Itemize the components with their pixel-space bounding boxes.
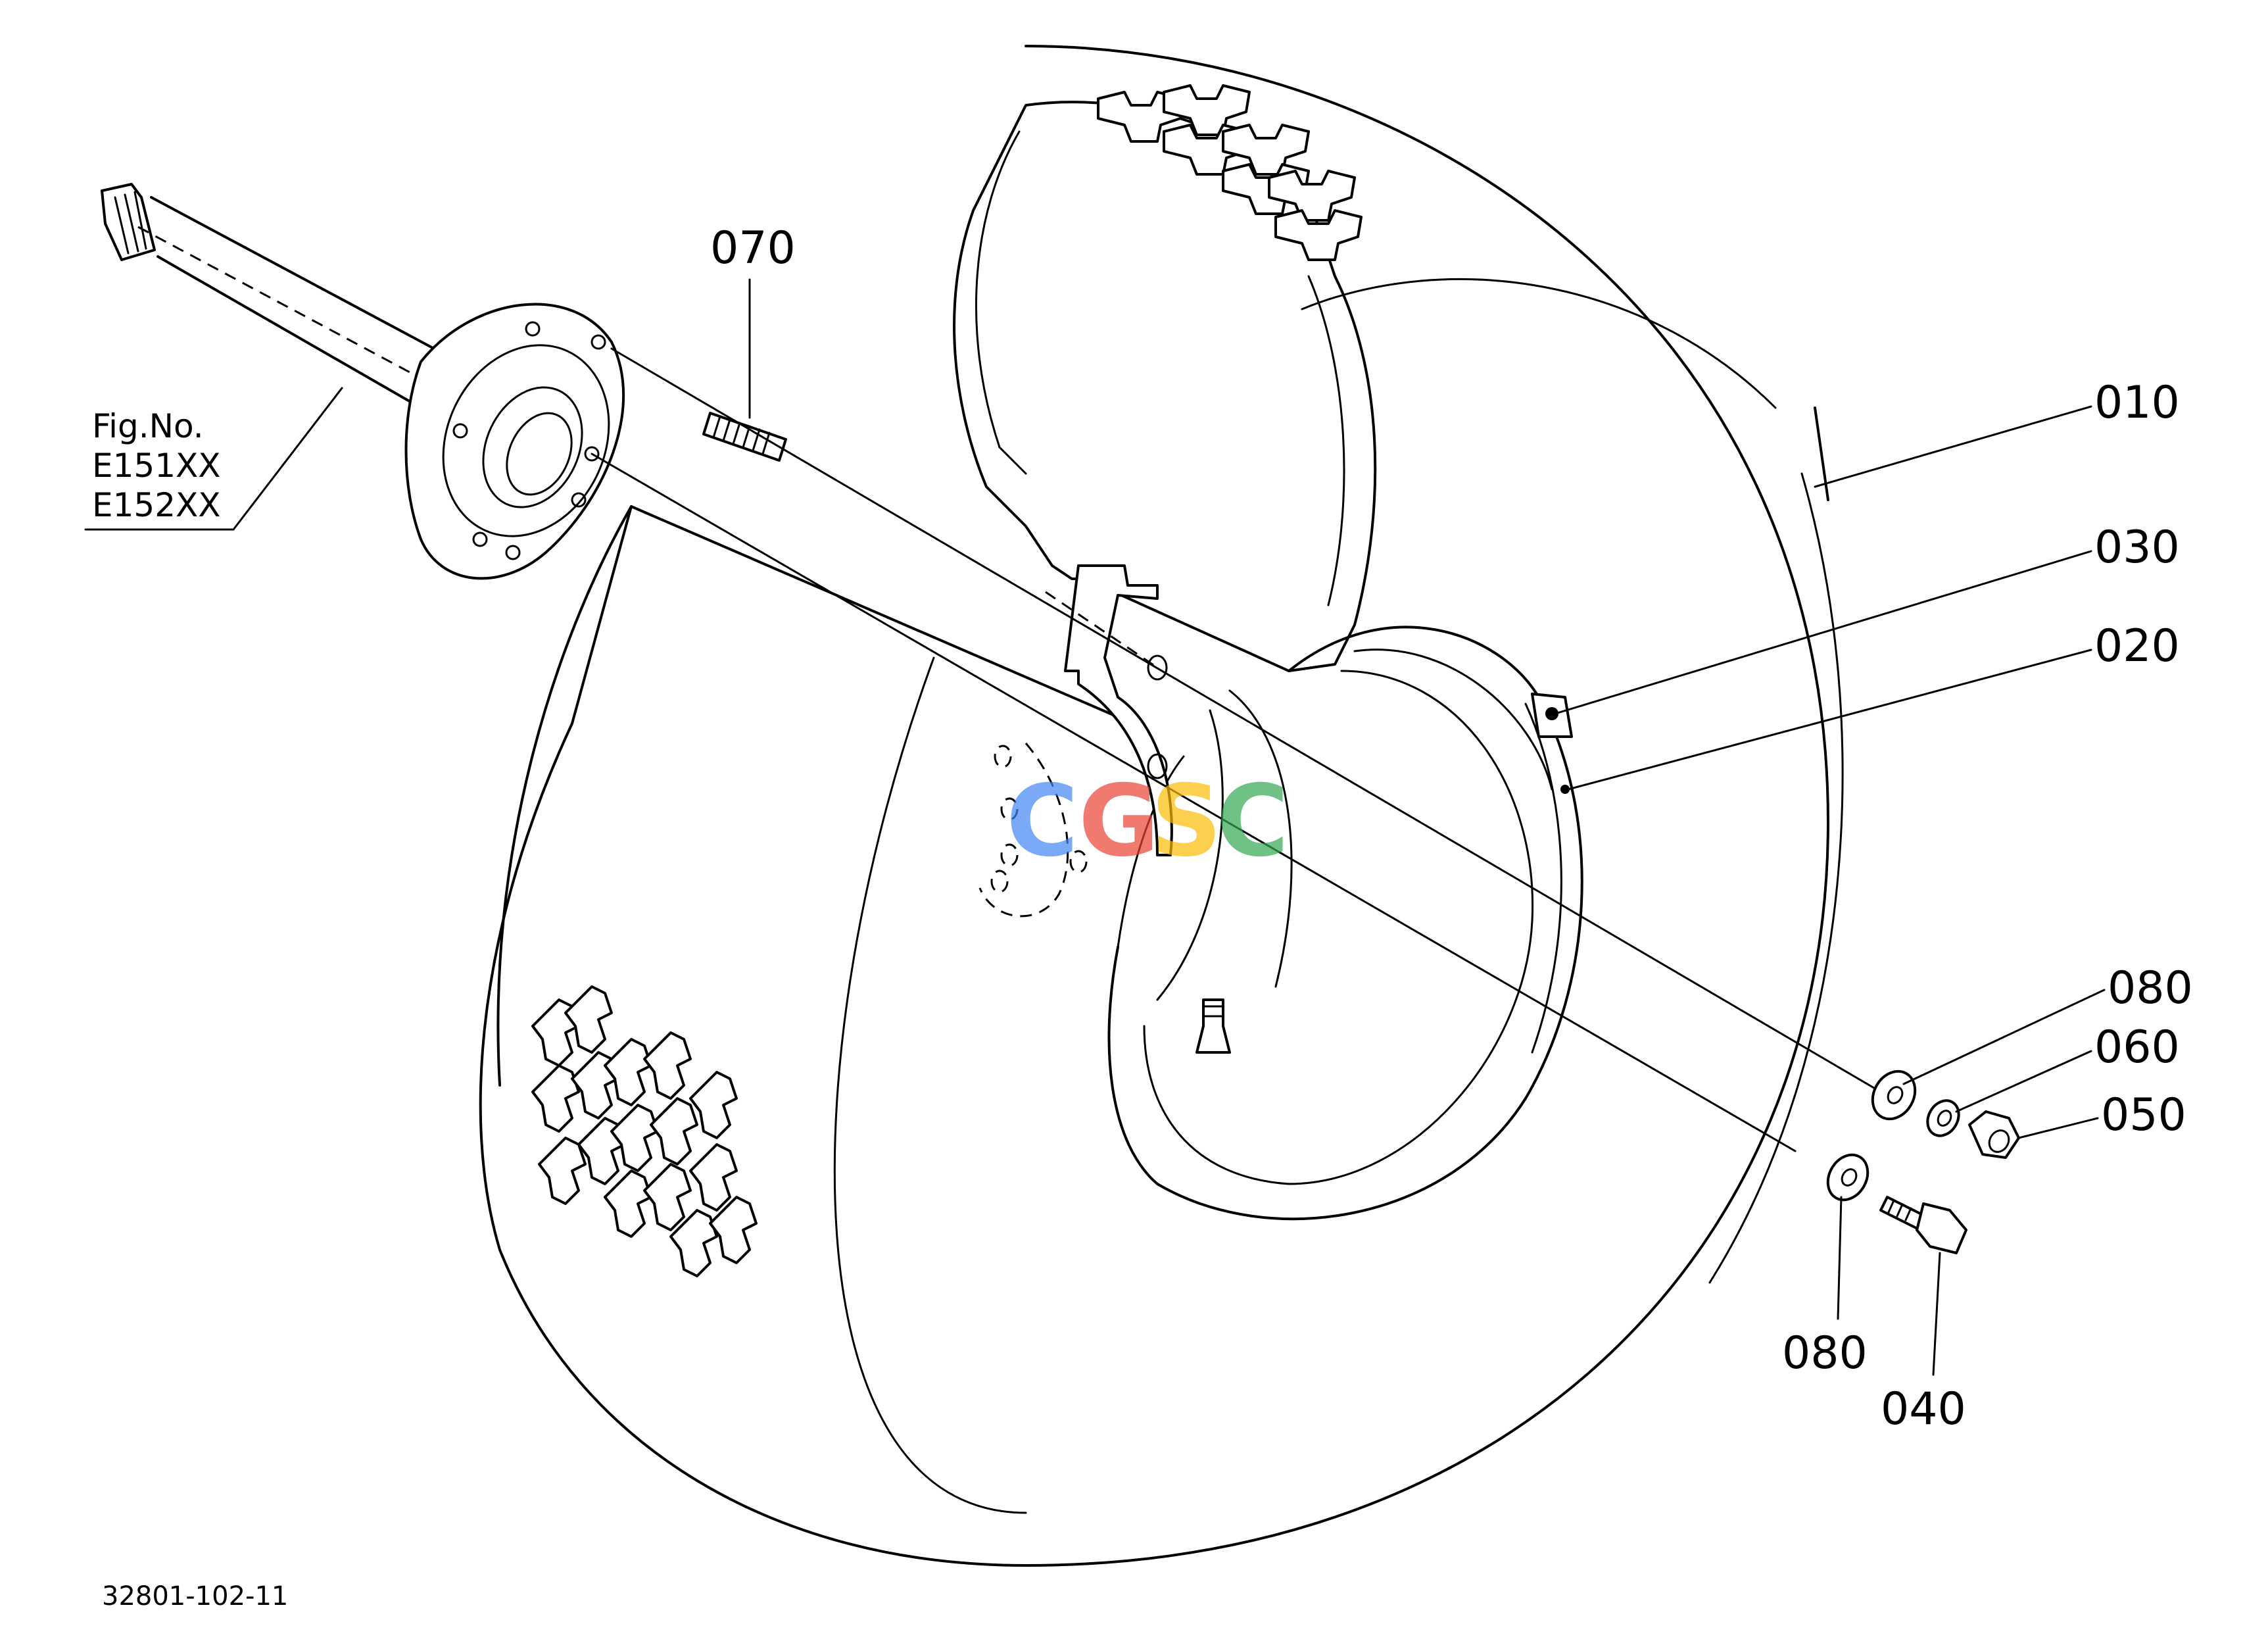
fig-reference: Fig.No. E151XX E152XX <box>92 407 221 524</box>
callout-080-upper: 080 <box>2108 962 2193 1014</box>
spring-washer-060 <box>1926 1099 1960 1137</box>
fasteners <box>1826 1069 2020 1254</box>
nut-050 <box>1968 1110 2020 1159</box>
fig-ref-number-1: E151XX <box>92 447 221 485</box>
axle-shaft <box>101 183 435 409</box>
leader-030 <box>1554 550 2092 715</box>
washer-080-upper <box>1871 1069 1917 1121</box>
watermark-letter-c1: C <box>1006 764 1078 879</box>
leader-050 <box>2017 1117 2099 1139</box>
fig-ref-label: Fig.No. <box>92 407 204 445</box>
washer-080-lower <box>1826 1153 1870 1202</box>
callout-030: 030 <box>2094 522 2180 574</box>
axle-flange <box>404 303 625 580</box>
watermark-letter-s: S <box>1151 764 1222 879</box>
wheel-rim <box>978 564 1583 1220</box>
watermark-letter-c2: C <box>1217 764 1289 879</box>
callout-leaders <box>748 278 2106 1376</box>
watermark-logo: C G S C <box>1006 764 1289 879</box>
callout-labels: 070 010 030 020 080 060 050 080 040 <box>710 222 2193 1435</box>
drawing-code: 32801-102-11 <box>102 1581 288 1611</box>
callout-070: 070 <box>710 222 796 274</box>
callout-050: 050 <box>2101 1089 2186 1141</box>
leader-010 <box>1814 405 2092 488</box>
callout-010: 010 <box>2094 377 2180 429</box>
tread-cleats-top <box>1097 84 1363 261</box>
tire <box>479 45 1844 1567</box>
watermark-letter-g: G <box>1078 764 1159 879</box>
tread-cutaway <box>953 84 1777 672</box>
callout-080-lower: 080 <box>1782 1327 1868 1379</box>
tread-cleats-side <box>531 985 758 1277</box>
callout-020: 020 <box>2094 620 2180 672</box>
leader-080b <box>1837 1196 1843 1320</box>
leader-060 <box>1955 1050 2092 1113</box>
bolt-040 <box>1879 1196 1967 1254</box>
callout-060: 060 <box>2094 1021 2180 1073</box>
fig-ref-number-2: E152XX <box>92 486 221 524</box>
leader-080a <box>1902 989 2106 1085</box>
callout-040: 040 <box>1881 1383 1966 1435</box>
assembly-lines <box>591 347 1882 1152</box>
fig-ref-leader <box>84 387 343 531</box>
leader-020 <box>1567 649 2092 791</box>
stud-070 <box>702 412 787 462</box>
leader-040 <box>1932 1252 1941 1376</box>
